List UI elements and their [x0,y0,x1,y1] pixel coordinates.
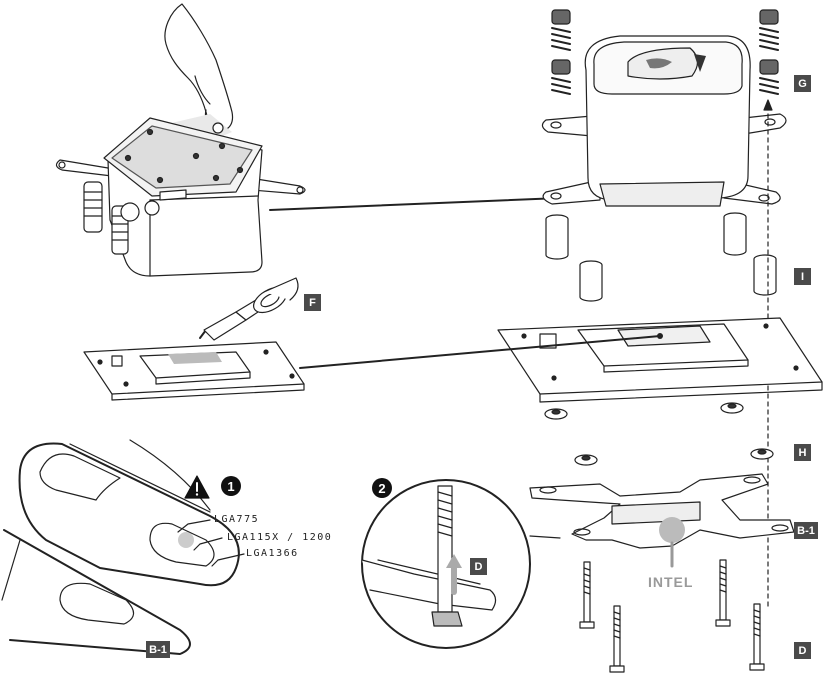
tag-b1-right: B-1 [794,522,818,539]
tag-d-right: D [794,642,811,659]
zoom-detail-circle [361,479,531,649]
spring-screws [551,9,779,95]
motherboard-left [83,341,305,401]
board-leader-line [299,335,661,369]
pump-block [55,117,306,277]
label-lga775: LGA775 [214,514,260,525]
motherboard-right [497,317,823,403]
standoffs [545,212,777,302]
nuts [544,402,774,466]
arrow-up-icon [763,99,773,111]
pointer-lga775 [177,519,211,533]
label-lga1366: LGA1366 [246,548,299,559]
backplate-closeup [1,439,240,655]
label-intel: INTEL [648,574,694,590]
backplate-right [529,473,795,568]
tag-h: H [794,444,811,461]
cooler-pump-assembly [541,9,787,207]
screws [579,559,765,673]
label-lga115x: LGA115X / 1200 [227,532,333,543]
step-number-2: 2 [372,478,392,498]
tag-f: F [304,294,321,311]
tag-d-center: D [470,558,487,575]
tag-b1-left: B-1 [146,641,170,658]
pointer-lga1366 [211,553,245,567]
step-number-1: 1 [221,476,241,496]
warning-triangle-icon [184,475,210,499]
syringe-illustration [199,277,299,341]
tag-i: I [794,268,811,285]
arrow-up-icon [446,554,462,568]
pointer-lga115x [193,537,223,551]
zoom-leader-line [529,535,561,539]
tag-g: G [794,75,811,92]
